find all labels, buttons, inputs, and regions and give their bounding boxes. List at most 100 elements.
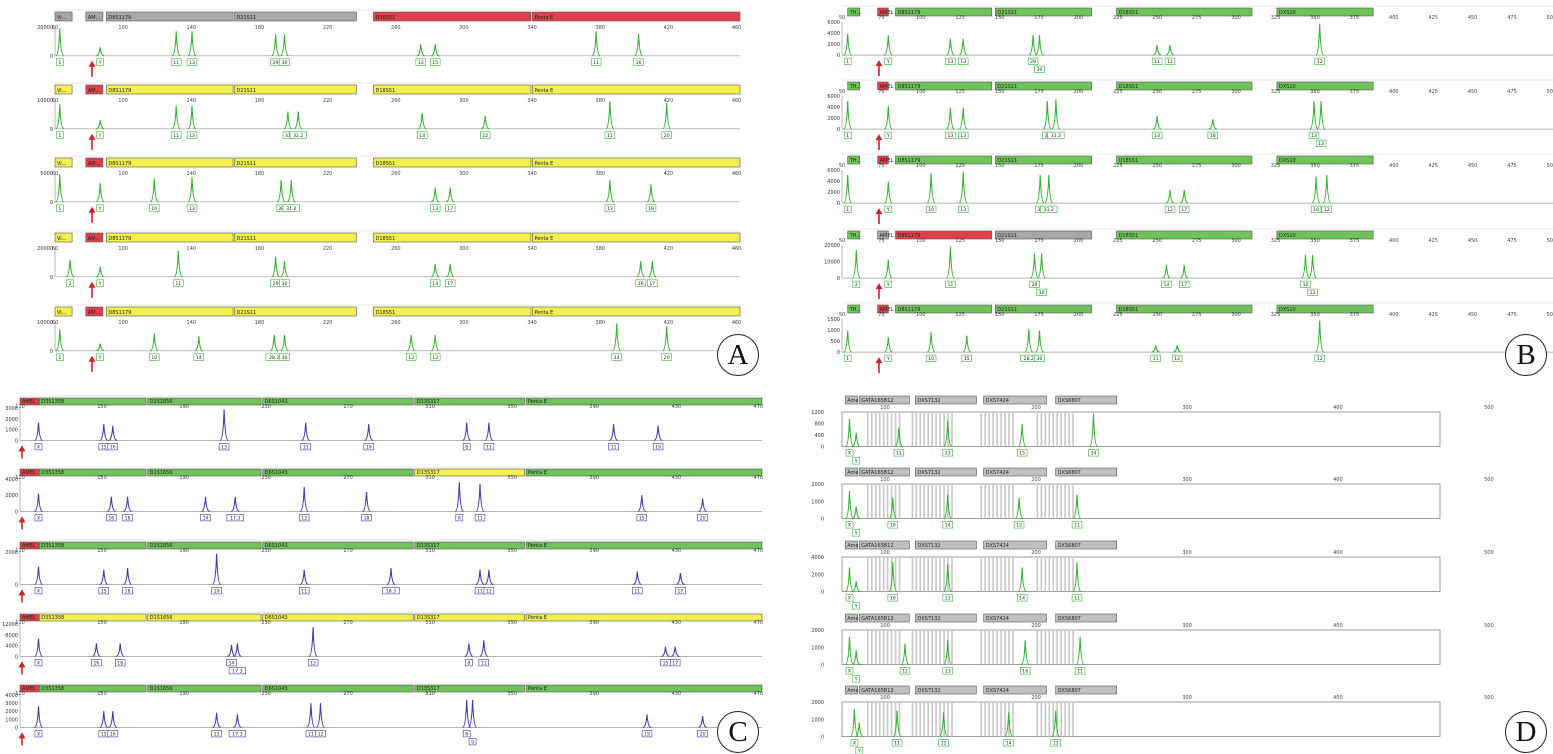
peak (150, 178, 159, 203)
peak (609, 424, 618, 441)
x-tick-label: 225 (1113, 15, 1123, 21)
marker-label: D18S51 (1119, 233, 1139, 239)
allele-label-box (1019, 667, 1031, 675)
marker-label: DXS7424 (986, 543, 1009, 549)
x-tick-label: 350 (1310, 163, 1320, 169)
marker-band (858, 613, 910, 623)
allele-label: 11 (477, 588, 483, 594)
allele-label-box (843, 205, 852, 213)
allele-label-box (899, 667, 911, 675)
marker-label: D21S11 (997, 307, 1017, 313)
peak (958, 171, 968, 204)
allele-label-box (1034, 65, 1045, 73)
peak (484, 569, 494, 585)
x-tick-label: 110 (15, 548, 25, 554)
allele-label: 15 (101, 588, 107, 594)
allele-label-box (106, 514, 117, 522)
allele-label: 31.2 (286, 206, 296, 212)
allele-label: 11 (896, 451, 902, 457)
marker-band (877, 230, 889, 240)
x-tick-label: 200 (1074, 312, 1084, 318)
peak (201, 496, 210, 512)
x-tick-label: 180 (255, 246, 265, 252)
x-tick-label: 100 (916, 15, 926, 21)
marker-label: D18S51 (376, 15, 396, 21)
allele-label: 11 (1074, 596, 1080, 602)
x-tick-label: 140 (187, 171, 197, 177)
x-tick-label: 380 (596, 98, 606, 104)
peak (34, 493, 43, 512)
allele-label: 17 (1181, 207, 1187, 213)
marker-band (915, 395, 977, 405)
x-tick-label: 400 (1333, 405, 1343, 411)
allele-label-box (942, 449, 953, 457)
marker-label: D8S1179 (897, 10, 920, 16)
red-arrow-icon (88, 355, 96, 362)
marker-band (106, 232, 234, 243)
marker-label: Penta E (528, 615, 547, 621)
marker-label: Amel (847, 688, 860, 694)
marker-label: DXS6807 (1058, 543, 1081, 549)
x-tick-label: 225 (1113, 312, 1123, 318)
allele-label: 1 (846, 207, 849, 213)
allele-label: X (37, 588, 40, 594)
allele-label-box (1315, 139, 1327, 147)
marker-band (525, 684, 763, 693)
peak (431, 263, 440, 278)
x-tick-label: 100 (916, 89, 926, 95)
marker-label: Penta E (528, 543, 547, 549)
x-tick-label: 50 (839, 312, 845, 318)
allele-label: 8 (465, 731, 468, 737)
x-tick-label: 100 (880, 405, 890, 411)
x-tick-label: 180 (255, 320, 265, 326)
marker-band (262, 397, 414, 406)
x-tick-label: 430 (672, 620, 682, 626)
x-tick-label: 300 (459, 320, 469, 326)
allele-label: Y (854, 459, 858, 465)
marker-label: DXS6807 (1058, 398, 1081, 404)
peak (481, 115, 490, 130)
peak (661, 646, 670, 657)
x-tick-label: 500 (1484, 477, 1494, 483)
allele-label-box (455, 514, 464, 522)
allele-label-box (1016, 594, 1028, 602)
x-tick-label: 50 (839, 163, 845, 169)
marker-band (858, 540, 910, 550)
y-tick-label: 0 (15, 438, 18, 444)
y-tick-label: 1000 (5, 428, 18, 434)
marker-label: D1S1656 (150, 399, 173, 405)
marker-band (19, 468, 39, 477)
allele-label: X (848, 523, 851, 529)
x-tick-label: 150 (97, 620, 107, 626)
peak (1308, 254, 1317, 279)
peak (123, 496, 132, 512)
allele-label-box (465, 659, 473, 667)
peak (946, 38, 955, 56)
marker-label: DXS6807 (1058, 688, 1081, 694)
marker-band (147, 468, 262, 477)
peak (888, 562, 898, 593)
allele-label-box (171, 58, 182, 66)
x-tick-label: 300 (1231, 163, 1241, 169)
x-tick-label: 190 (179, 691, 189, 697)
peak (55, 329, 65, 352)
allele-label-box (887, 594, 899, 602)
allele-label-box (884, 131, 893, 139)
allele-label: 12 (1167, 207, 1173, 213)
allele-label-box (1164, 205, 1176, 213)
marker-label: Penta E (534, 15, 553, 21)
marker-label: D13S317 (417, 543, 440, 549)
allele-label-box (173, 279, 184, 287)
allele-label-box (635, 279, 646, 287)
allele-label-box (852, 675, 861, 683)
x-tick-label: 470 (754, 475, 764, 481)
y-tick-label: 4000 (827, 179, 840, 185)
allele-label-box (632, 587, 643, 595)
marker-label: Amel (847, 616, 860, 622)
y-tick-label: 1000 (811, 717, 824, 723)
